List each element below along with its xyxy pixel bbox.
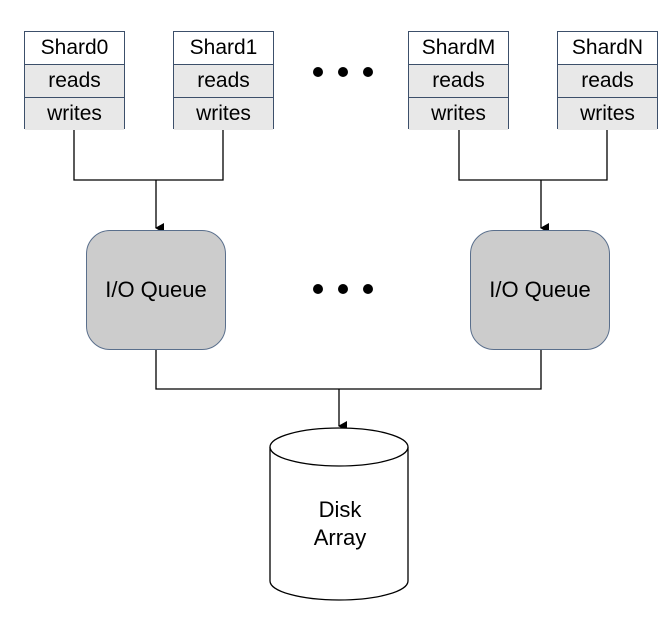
dot: [313, 67, 323, 77]
dot: [338, 284, 348, 294]
shard-name: ShardN: [558, 32, 657, 64]
disk-label-line2: Array: [313, 525, 367, 550]
disk-array-label: Disk Array: [270, 496, 410, 552]
io-queue-right: I/O Queue: [470, 230, 610, 350]
shard-name: ShardM: [409, 32, 508, 64]
shard-reads: reads: [558, 64, 657, 97]
shard-reads: reads: [409, 64, 508, 97]
shard-box-n: ShardN reads writes: [557, 31, 658, 130]
io-queue-left: I/O Queue: [86, 230, 226, 350]
shard-writes: writes: [25, 97, 124, 130]
shard-box-m: ShardM reads writes: [408, 31, 509, 130]
shard-name: Shard1: [174, 32, 273, 64]
shard-reads: reads: [174, 64, 273, 97]
shard-name: Shard0: [25, 32, 124, 64]
dot: [363, 67, 373, 77]
shard-writes: writes: [174, 97, 273, 130]
dot: [363, 284, 373, 294]
shard-box-1: Shard1 reads writes: [173, 31, 274, 130]
ellipsis-icon: [313, 282, 373, 296]
connector-queues: [155, 350, 542, 390]
cylinder-icon: [269, 427, 409, 601]
io-queue-label: I/O Queue: [489, 277, 591, 302]
shard-reads: reads: [25, 64, 124, 97]
connector-shardm-shardn: [458, 130, 608, 181]
io-queue-label: I/O Queue: [105, 277, 207, 302]
shard-writes: writes: [558, 97, 657, 130]
shard-box-0: Shard0 reads writes: [24, 31, 125, 130]
disk-label-line1: Disk: [318, 497, 362, 522]
connector-shard0-shard1: [73, 130, 224, 181]
dot: [338, 67, 348, 77]
dot: [313, 284, 323, 294]
ellipsis-icon: [313, 65, 373, 79]
shard-writes: writes: [409, 97, 508, 130]
